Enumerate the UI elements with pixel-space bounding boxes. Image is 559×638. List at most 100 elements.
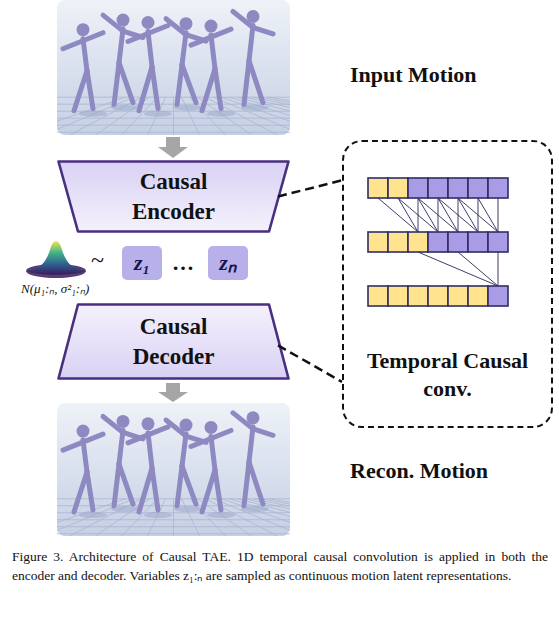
conv-cell	[448, 232, 468, 252]
distribution-label: N(μ₁:ₙ, σ²₁:ₙ)	[21, 279, 89, 297]
floor-grid	[173, 97, 174, 135]
conv-link	[418, 198, 458, 232]
shadow	[241, 105, 269, 111]
floor-grid	[262, 97, 291, 135]
conv-cell	[408, 178, 428, 198]
arm	[191, 438, 211, 446]
arm	[63, 41, 83, 49]
leg	[177, 466, 182, 506]
conv-cell	[468, 286, 488, 306]
leg	[215, 69, 221, 109]
latent-label: z₁	[122, 249, 162, 278]
head	[117, 415, 130, 428]
head	[180, 17, 193, 30]
conv-cell	[368, 232, 388, 252]
head	[77, 23, 90, 36]
leg	[139, 67, 152, 111]
temporal-conv-illustration	[342, 140, 553, 340]
floor-grid	[173, 499, 174, 536]
arm	[191, 37, 211, 45]
head	[180, 419, 193, 432]
recon-motion-illustration	[57, 403, 290, 536]
torso	[119, 29, 123, 63]
mannequin-figure	[233, 413, 273, 506]
leg	[152, 67, 158, 109]
leg	[202, 69, 215, 111]
leg	[244, 462, 249, 506]
shadow	[111, 506, 139, 512]
head	[142, 16, 155, 29]
conv-cell	[388, 232, 408, 252]
conv-cell	[408, 286, 428, 306]
torso	[83, 440, 87, 472]
torso	[182, 33, 186, 65]
floor-grid	[206, 499, 278, 536]
floor-grid	[262, 499, 291, 536]
decoder-block: Causal Decoder	[57, 303, 290, 380]
leg	[74, 472, 87, 512]
gaussian-bell	[26, 241, 86, 275]
torso	[211, 35, 215, 69]
conv-cell	[388, 178, 408, 198]
conv-cell	[388, 286, 408, 306]
arm	[253, 28, 273, 34]
leg	[244, 61, 249, 105]
conv-cell	[488, 232, 508, 252]
conv-cell	[488, 178, 508, 198]
arm	[253, 429, 273, 435]
leg	[114, 464, 119, 506]
conv-detail-box: Temporal Causal conv.	[342, 140, 553, 428]
head	[247, 10, 260, 23]
conv-link	[458, 198, 478, 232]
torso	[249, 427, 253, 462]
shadow	[174, 105, 202, 111]
conv-cell	[428, 178, 448, 198]
conv-link	[438, 198, 478, 232]
mannequin-figure	[128, 26, 168, 111]
shadow	[111, 105, 139, 111]
shadow	[144, 512, 172, 518]
conv-link	[458, 198, 498, 232]
floor-grid	[270, 97, 291, 135]
ellipsis: …	[172, 250, 194, 276]
leg	[139, 468, 152, 512]
floor-grid	[206, 97, 278, 135]
conv-cell	[448, 178, 468, 198]
mannequin-figure	[191, 430, 231, 512]
conv-link	[418, 198, 438, 232]
latent-token: z₁	[122, 246, 162, 280]
figure-caption: Figure 3. Architecture of Causal TAE. 1D…	[12, 548, 548, 585]
conv-cell	[448, 286, 468, 306]
arm	[128, 34, 148, 42]
mannequin-figure	[103, 15, 143, 105]
head	[142, 417, 155, 430]
head	[247, 411, 260, 424]
floor-grid	[254, 97, 291, 135]
shadow	[241, 506, 269, 512]
section-label: Input Motion	[350, 62, 477, 88]
conv-cell	[468, 232, 488, 252]
encoder-block: Causal Encoder	[57, 160, 290, 233]
mannequin-figure	[128, 427, 168, 512]
leg	[249, 61, 263, 103]
section-label: Recon. Motion	[350, 458, 488, 484]
mannequin-figure	[63, 33, 103, 111]
leg	[152, 468, 158, 510]
shadow	[207, 111, 235, 117]
mannequin-figure	[191, 29, 231, 111]
leg	[87, 472, 93, 510]
conv-link	[378, 198, 418, 232]
torso	[182, 434, 186, 466]
leg	[182, 466, 196, 504]
floor-grid	[246, 499, 291, 536]
conv-cell	[368, 178, 388, 198]
leg	[87, 71, 93, 109]
dashed-connector	[278, 180, 342, 196]
torso	[83, 39, 87, 71]
torso	[148, 32, 152, 67]
leg	[74, 71, 87, 111]
head	[205, 421, 218, 434]
input-motion-illustration	[57, 0, 290, 135]
